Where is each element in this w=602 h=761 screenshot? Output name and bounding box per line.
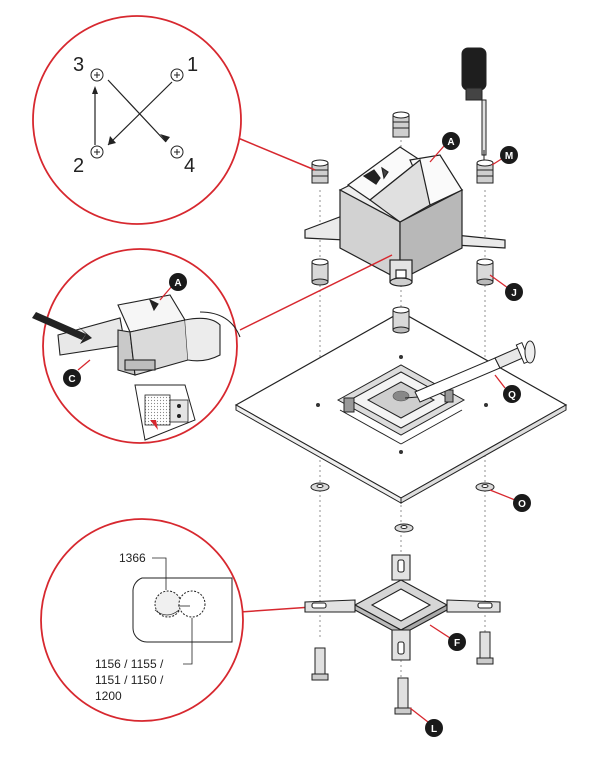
svg-text:Q: Q [508, 390, 516, 401]
svg-text:J: J [511, 288, 517, 299]
standoff-left [311, 258, 329, 286]
badge-m: M [500, 146, 518, 164]
svg-text:L: L [431, 724, 437, 735]
svg-text:A: A [174, 278, 181, 289]
badge-j: J [505, 283, 523, 301]
bolt-right [476, 631, 494, 665]
pump-block [304, 146, 506, 287]
washer-right [475, 482, 495, 492]
thumb-screw-top [392, 111, 410, 138]
screw-order-1: 1 [187, 54, 198, 76]
thermal-paste-dot [392, 390, 410, 402]
backplate [304, 554, 501, 661]
badge-l: L [425, 719, 443, 737]
screw-hole-1 [170, 68, 184, 82]
label-1156-line2: 1151 / 1150 / [95, 673, 164, 687]
badge-q: Q [503, 385, 521, 403]
screw-hole-4 [170, 145, 184, 159]
svg-text:O: O [518, 499, 526, 510]
zoom-circle-pump-install [32, 248, 393, 444]
label-1156-line3: 1200 [95, 689, 122, 703]
badge-a-zoom: A [169, 273, 187, 291]
badge-o: O [513, 494, 531, 512]
bolt-left [311, 647, 329, 681]
screw-order-3: 3 [73, 54, 84, 76]
badge-a-top: A [442, 132, 460, 150]
standoff-right [476, 258, 494, 286]
push-arrow [32, 312, 86, 340]
screw-hole-2 [90, 145, 104, 159]
thumb-screw-left [311, 159, 329, 184]
screw-order-4: 4 [184, 155, 195, 177]
inset-latch-detail [134, 384, 196, 441]
svg-text:M: M [505, 151, 513, 162]
screw-order-2: 2 [73, 155, 84, 177]
zoom-circle-socket-positions: 1366 1156 / 1155 / 1151 / 1150 / 1200 [40, 518, 313, 722]
screw-hole-3 [90, 68, 104, 82]
hole-1156 [178, 590, 206, 618]
screwdriver [461, 47, 487, 160]
badge-f: F [448, 633, 466, 651]
zoom-circle-screw-order: 3 1 2 4 [32, 15, 316, 225]
thumb-screw-right [476, 159, 494, 184]
washer-left [310, 482, 330, 492]
thermal-paste-syringe [404, 340, 536, 403]
svg-text:A: A [447, 137, 454, 148]
standoff-top [392, 306, 410, 334]
bolt-center [394, 677, 412, 715]
washer-center [394, 523, 414, 533]
svg-text:C: C [68, 374, 75, 385]
label-1366: 1366 [119, 551, 146, 565]
label-1156-line1: 1156 / 1155 / [95, 657, 164, 671]
svg-text:F: F [454, 638, 460, 649]
badge-c: C [63, 369, 81, 387]
